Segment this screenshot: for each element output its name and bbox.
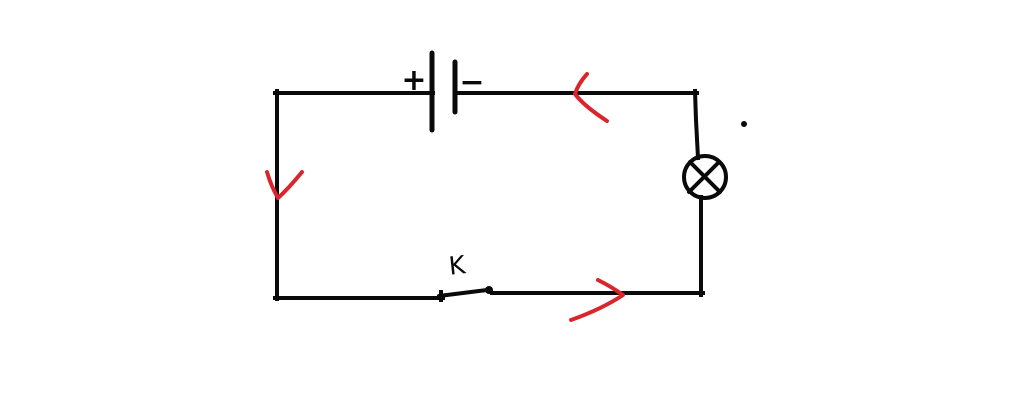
switch-contact-dot xyxy=(485,286,493,294)
circuit-wires xyxy=(273,88,705,301)
battery-symbol: + − xyxy=(401,50,485,133)
switch-label: K xyxy=(447,250,467,281)
current-arrow-bottom-wire-right-icon xyxy=(569,278,625,322)
stray-pen-dot xyxy=(741,121,747,127)
right-wire-upper-segment xyxy=(692,88,701,161)
switch-lever xyxy=(437,288,489,298)
battery-minus-label: − xyxy=(459,65,484,100)
current-arrow-left-wire-down-icon xyxy=(265,170,304,200)
lamp-cross-diagonal-2 xyxy=(687,160,721,194)
switch-symbol: K xyxy=(437,250,493,302)
current-arrow-top-wire-left-icon xyxy=(573,72,609,123)
battery-plus-label: + xyxy=(401,63,426,98)
lamp-icon xyxy=(682,154,728,200)
lamp-circle xyxy=(682,154,728,200)
current-arrows xyxy=(265,72,625,322)
